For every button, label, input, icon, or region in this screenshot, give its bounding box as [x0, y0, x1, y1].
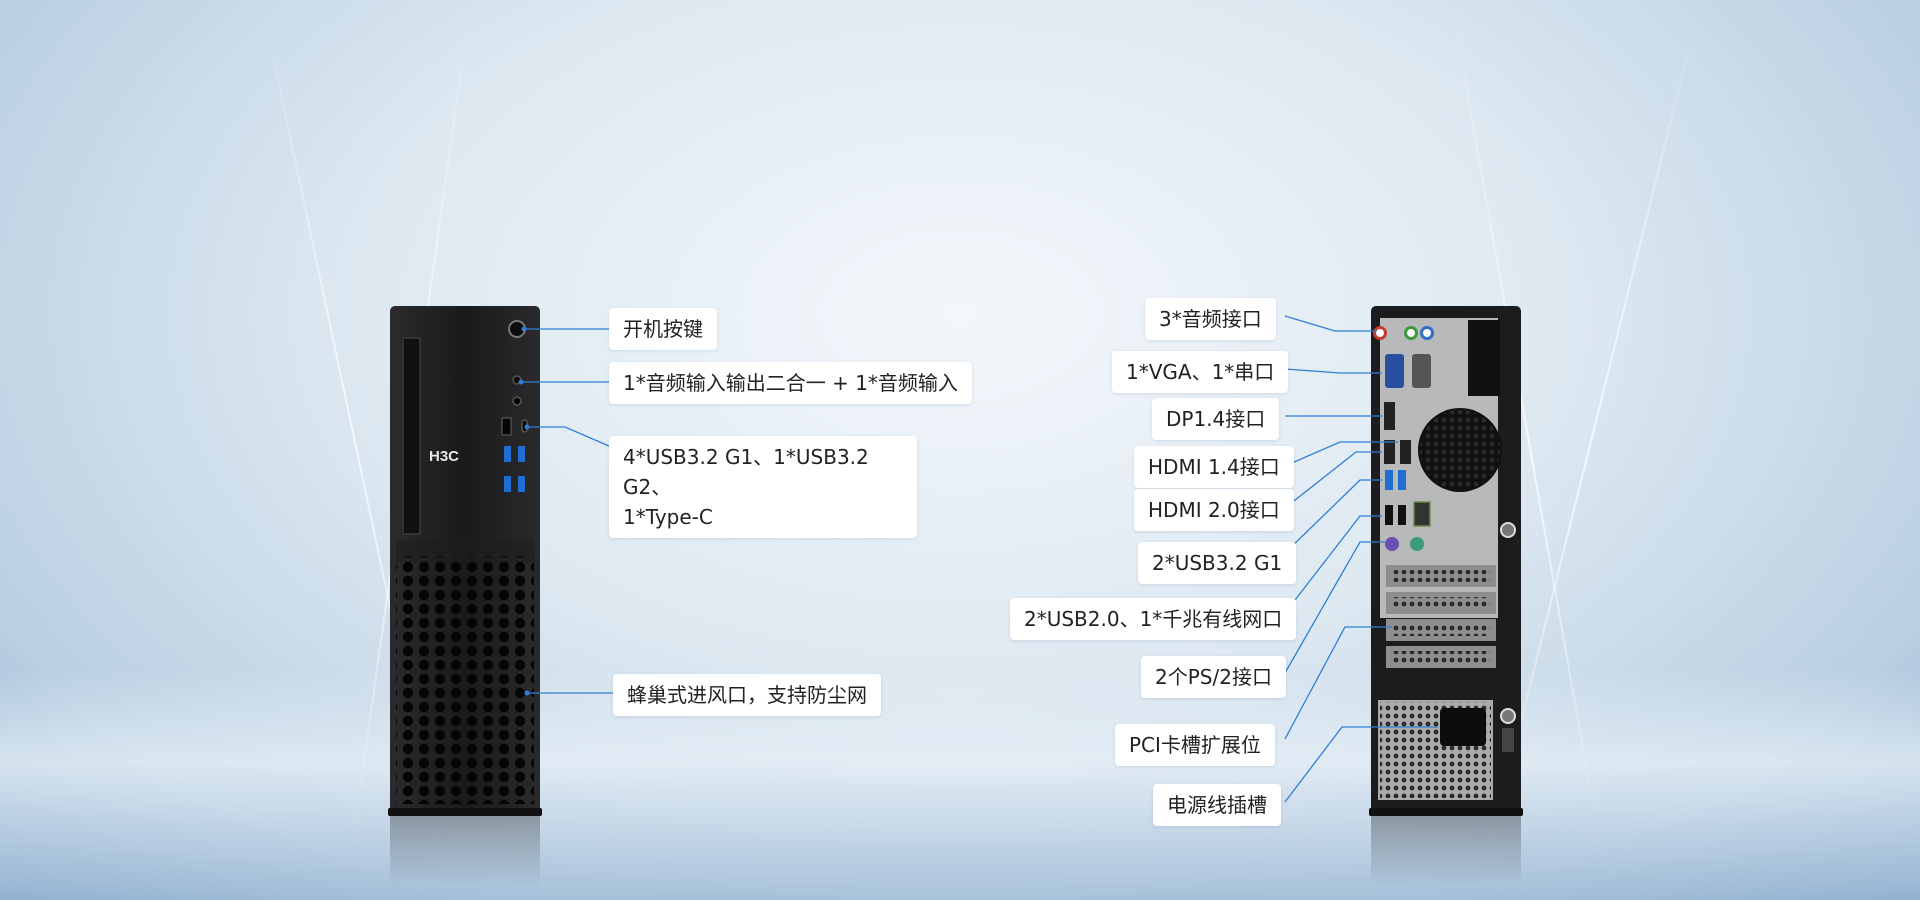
ps2-mouse-port-icon [1410, 537, 1424, 551]
audio-in-jack-icon [512, 396, 522, 406]
callout-vga-serial-label: 1*VGA、1*串口 [1126, 360, 1275, 384]
rear-tower [1369, 306, 1523, 886]
serial-port-icon [1412, 354, 1431, 388]
vga-port-icon [1385, 354, 1404, 388]
usb2-port-icon [1398, 505, 1406, 525]
callout-front-usb-line1: 4*USB3.2 G1、1*USB3.2 G2、 [623, 445, 869, 499]
usb-port-icon [1385, 470, 1393, 490]
callout-dp-label: DP1.4接口 [1166, 407, 1266, 431]
thumb-screw-icon [1500, 708, 1516, 724]
callout-rear-usb32: 2*USB3.2 G1 [1138, 542, 1297, 584]
usb-port-icon [518, 446, 525, 462]
callout-ps2: 2个PS/2接口 [1141, 656, 1286, 698]
callout-honeycomb-vent: 蜂巢式进风口，支持防尘网 [613, 674, 881, 716]
callout-dp: DP1.4接口 [1152, 398, 1280, 440]
lock-slot-icon [1502, 728, 1514, 752]
floor-reflection [0, 670, 1920, 900]
callout-hdmi-14: HDMI 1.4接口 [1134, 446, 1294, 488]
front-tower: H3C [388, 306, 542, 886]
hdmi-14-port-icon [1400, 440, 1411, 464]
callout-front-audio-label: 1*音频输入输出二合一 + 1*音频输入 [623, 371, 958, 395]
ps2-keyboard-port-icon [1385, 537, 1399, 551]
brand-logo: H3C [429, 448, 459, 465]
honeycomb-vent [396, 556, 534, 804]
callout-power-button: 开机按键 [609, 308, 717, 350]
callout-rear-audio: 3*音频接口 [1145, 298, 1276, 340]
usb2-port-icon [1385, 505, 1393, 525]
callout-power-socket: 电源线插槽 [1153, 784, 1281, 826]
usb-port-icon [504, 446, 511, 462]
callout-pci: PCI卡槽扩展位 [1115, 724, 1275, 766]
callout-ps2-label: 2个PS/2接口 [1155, 665, 1272, 689]
rear-reflection [1371, 816, 1521, 886]
leader-dots [518, 326, 530, 696]
callout-vga-serial: 1*VGA、1*串口 [1112, 351, 1289, 393]
hdmi-20-port-icon [1384, 440, 1395, 464]
callout-usb20-lan: 2*USB2.0、1*千兆有线网口 [1010, 598, 1297, 640]
rear-handle [1468, 320, 1500, 396]
lan-port-icon [1413, 501, 1431, 527]
usb-port-icon [1398, 470, 1406, 490]
optical-drive-bay [402, 337, 421, 535]
callout-front-usb-line2: 1*Type-C [623, 505, 713, 529]
callout-hdmi-20-label: HDMI 2.0接口 [1148, 498, 1280, 522]
audio-jack-blue-icon [1420, 326, 1434, 340]
dp-port-icon [1384, 402, 1395, 430]
usb-g2-port-icon [501, 417, 512, 436]
audio-jack-green-icon [1404, 326, 1418, 340]
callout-usb20-lan-label: 2*USB2.0、1*千兆有线网口 [1024, 607, 1283, 631]
power-socket-icon [1440, 708, 1486, 746]
callout-front-usb: 4*USB3.2 G1、1*USB3.2 G2、 1*Type-C [609, 436, 917, 538]
callout-front-audio: 1*音频输入输出二合一 + 1*音频输入 [609, 362, 972, 404]
callout-rear-usb32-label: 2*USB3.2 G1 [1152, 551, 1283, 575]
callout-power-button-label: 开机按键 [623, 317, 703, 341]
audio-jack-red-icon [1373, 326, 1387, 340]
callout-rear-audio-label: 3*音频接口 [1159, 307, 1262, 331]
front-reflection [390, 816, 540, 886]
callout-hdmi-14-label: HDMI 1.4接口 [1148, 455, 1280, 479]
usb-port-icon [518, 476, 525, 492]
usb-port-icon [504, 476, 511, 492]
leader-lines [521, 315, 1438, 803]
callout-power-socket-label: 电源线插槽 [1167, 793, 1267, 817]
callout-honeycomb-vent-label: 蜂巢式进风口，支持防尘网 [627, 683, 867, 707]
callout-pci-label: PCI卡槽扩展位 [1129, 733, 1261, 757]
thumb-screw-icon [1500, 522, 1516, 538]
callout-hdmi-20: HDMI 2.0接口 [1134, 489, 1294, 531]
